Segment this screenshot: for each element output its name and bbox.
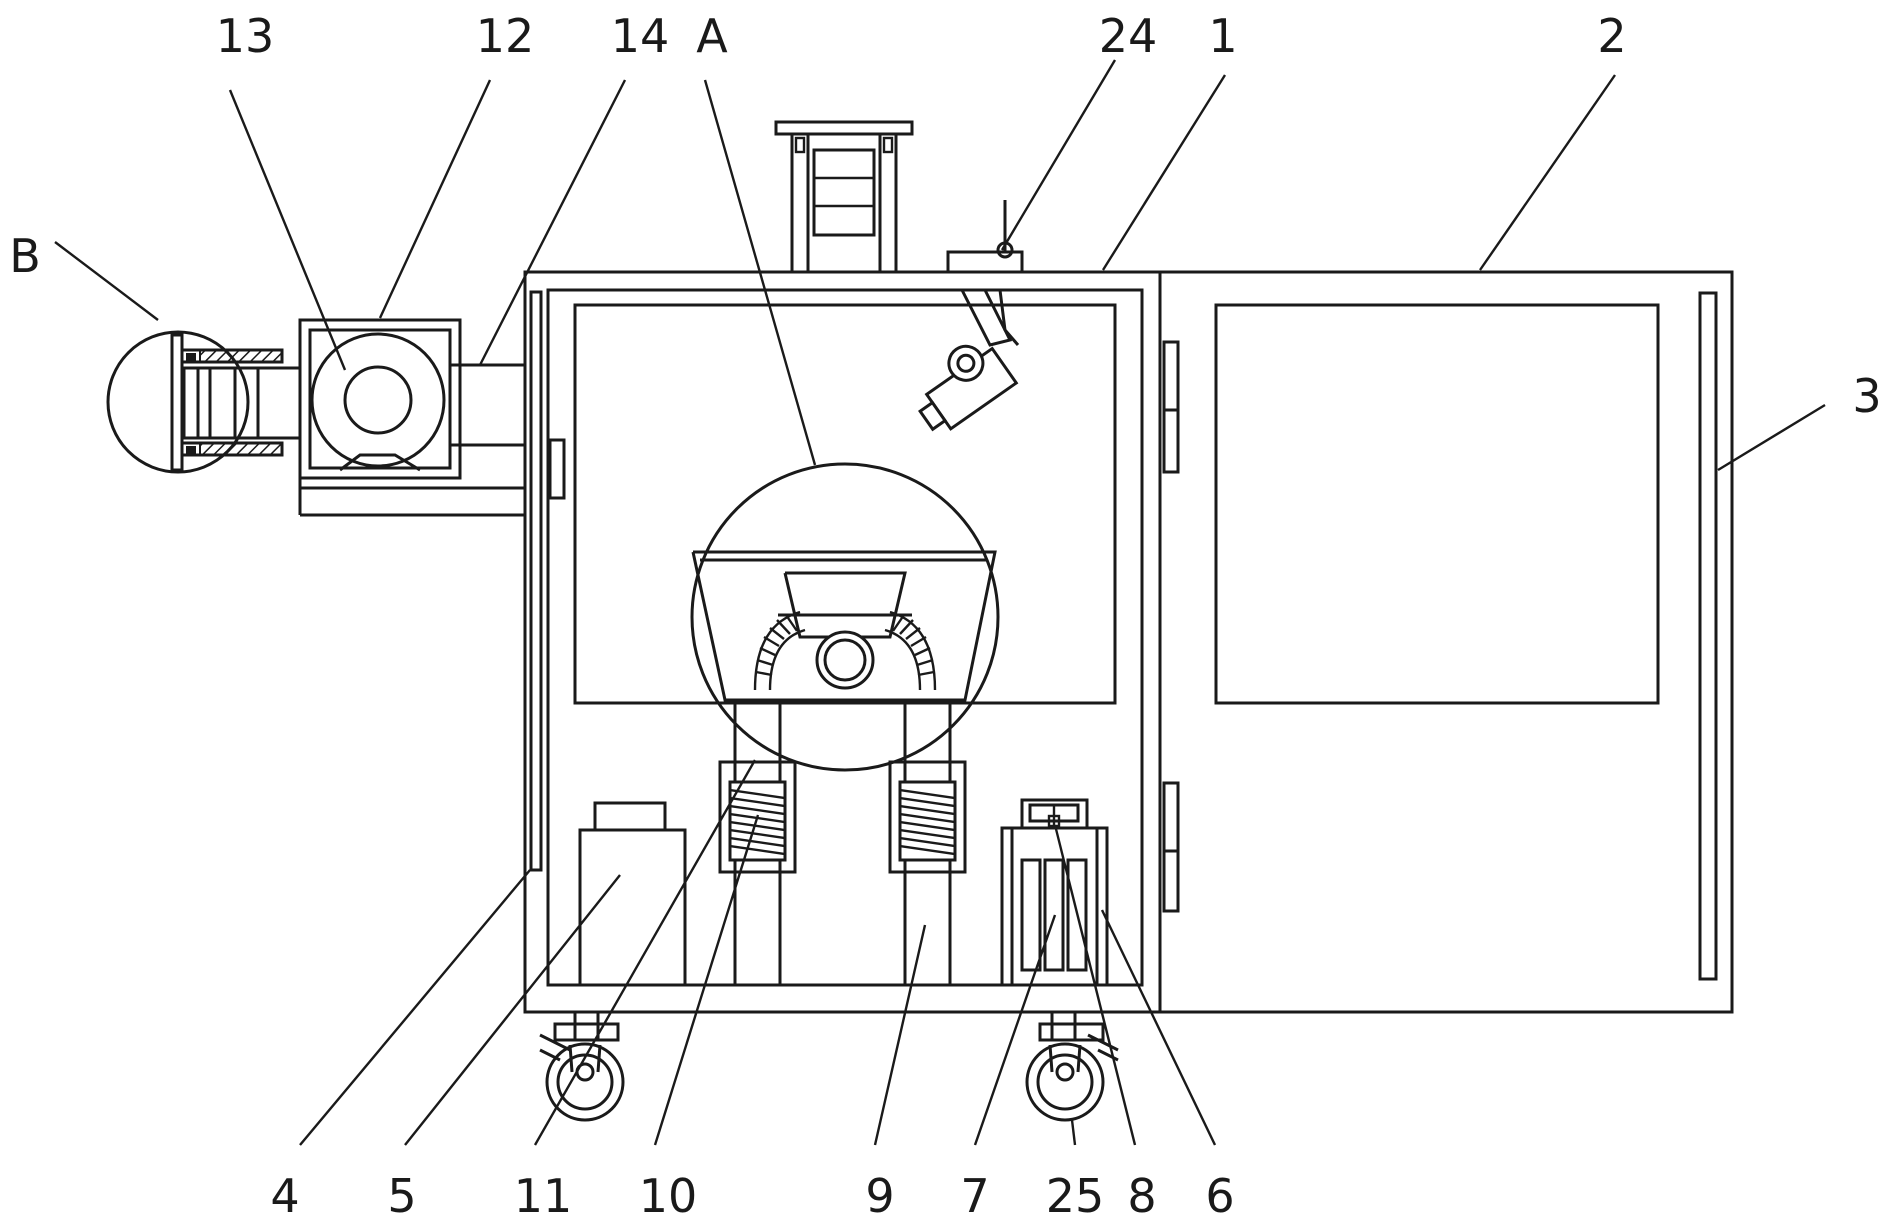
label-11: 11 [514, 1169, 573, 1223]
spring-right [892, 614, 935, 677]
support-columns [718, 698, 967, 987]
spring-left [755, 614, 798, 677]
label-12: 12 [476, 9, 535, 63]
label-13: 13 [216, 9, 275, 63]
label-2: 2 [1597, 9, 1626, 63]
label-24: 24 [1099, 9, 1158, 63]
column-spring-right [899, 788, 956, 856]
leader-lines [54, 59, 1826, 1146]
label-14: 14 [611, 9, 670, 63]
label-8: 8 [1127, 1169, 1156, 1223]
detail-circle-b [106, 330, 300, 474]
filter-unit [1000, 798, 1109, 987]
label-4: 4 [270, 1169, 299, 1223]
side-arm [298, 318, 525, 517]
label-3: 3 [1852, 369, 1881, 423]
door-strip [529, 290, 566, 872]
label-1: 1 [1208, 9, 1237, 63]
label-5: 5 [387, 1169, 416, 1223]
label-9: 9 [865, 1169, 894, 1223]
wheel-right [1025, 1012, 1119, 1122]
label-b: B [9, 229, 41, 283]
label-10: 10 [639, 1169, 698, 1223]
label-7: 7 [960, 1169, 989, 1223]
top-frame [774, 120, 914, 274]
column-spring-left [729, 788, 786, 856]
camera-assembly [918, 200, 1024, 432]
label-6: 6 [1205, 1169, 1234, 1223]
label-25: 25 [1046, 1169, 1105, 1223]
detail-circle-a [690, 462, 1000, 772]
callout-labels: 13 12 14 A 24 1 2 B 3 4 5 11 10 9 7 25 8… [9, 9, 1881, 1223]
battery-box [578, 801, 687, 987]
label-a: A [696, 9, 728, 63]
right-cabinet [1158, 270, 1734, 1014]
